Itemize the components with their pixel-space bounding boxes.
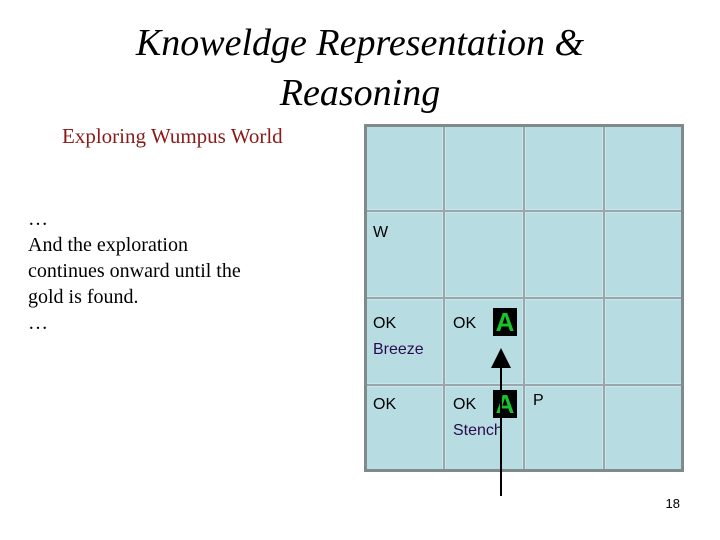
grid-cell-r1-c2 <box>524 211 604 298</box>
grid-cell-r2-c2 <box>524 298 604 385</box>
slide-title: Knoweldge Representation & Reasoning <box>60 18 660 118</box>
ok-label: OK <box>373 315 397 332</box>
stench-label: Stench <box>453 422 503 439</box>
agent-marker: A <box>493 308 517 336</box>
ok-label: OK <box>453 396 477 413</box>
grid-cell-r3-c0: OK <box>364 385 444 472</box>
wumpus-grid: W OK Breeze OK A OK OK A Stench P <box>364 124 684 472</box>
breeze-label: Breeze <box>373 341 424 358</box>
grid-cell-r2-c0: OK Breeze <box>364 298 444 385</box>
wumpus-label: W <box>373 224 389 241</box>
pit-label: P <box>533 392 544 409</box>
slide-subtitle: Exploring Wumpus World <box>62 124 283 148</box>
title-line-1: Knoweldge Representation & <box>135 22 585 64</box>
grid-cell-r1-c3 <box>604 211 684 298</box>
body-line: … <box>28 312 48 334</box>
grid-cell-r2-c1: OK A <box>444 298 524 385</box>
body-text: … And the exploration continues onward u… <box>28 206 328 336</box>
grid-cell-r3-c3 <box>604 385 684 472</box>
body-line: … <box>28 208 48 230</box>
title-line-2: Reasoning <box>279 72 441 114</box>
page-number: 18 <box>665 496 680 511</box>
grid-cell-r3-c1: OK A Stench <box>444 385 524 472</box>
grid-cell-r1-c1 <box>444 211 524 298</box>
body-line: And the exploration <box>28 234 188 256</box>
grid-cell-r2-c3 <box>604 298 684 385</box>
body-line: gold is found. <box>28 286 139 308</box>
body-line: continues onward until the <box>28 260 241 282</box>
grid-cell-r0-c2 <box>524 124 604 211</box>
ok-label: OK <box>453 315 477 332</box>
ok-label: OK <box>373 396 397 413</box>
